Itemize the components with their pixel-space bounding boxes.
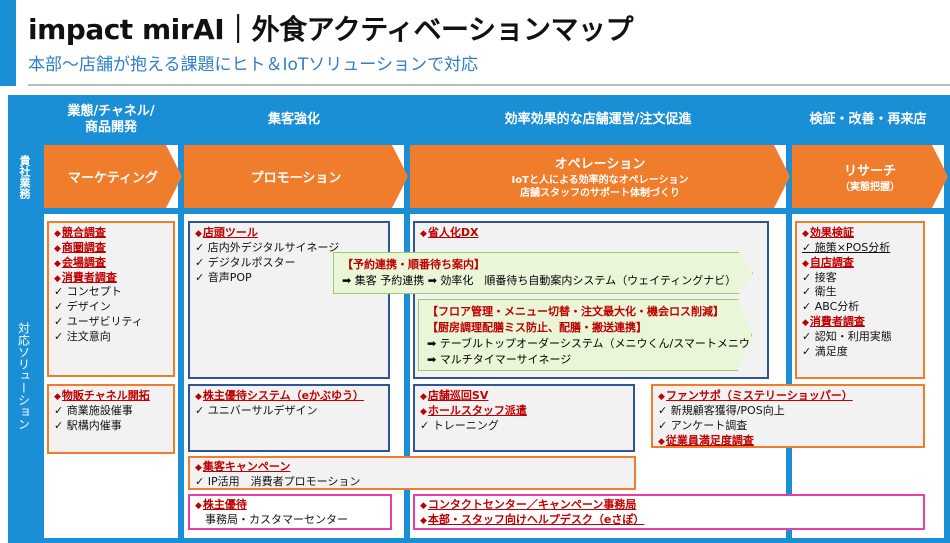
column-header-operation: 効率効果的な店舗運営/注文促進 [504,111,692,127]
solution-item: ユニバーサルデザイン [195,404,383,419]
solution-heading: 消費者調査 [54,271,168,286]
column-header-development: 業態/チャネル/ 商品開発 [67,103,155,135]
stage-label: オペレーション [554,157,646,172]
solution-item: ➡ 集客 予約連携 ➡ 効率化 順番待ち自動案内システム（ウェイティングナビ） [342,273,737,287]
shareholder-system-box: 株主優待システム（eかぶゆう） ユニバーサルデザイン [188,384,390,452]
solution-item: ➡ マルチタイマーサイネージ [427,352,572,366]
page-subtitle: 本部～店舗が抱える課題にヒト＆IoTソリューションで対応 [28,55,478,75]
solution-heading: 株主優待システム（eかぶゆう） [195,389,383,404]
solution-item: ABC分析 [802,300,918,315]
fan-support-box: ファンサポ（ミステリーショッパー） 新規顧客獲得/POS向上 アンケート調査 従… [651,384,925,448]
solution-item: アンケート調査 [658,419,918,434]
customer-campaign-box: 集客キャンペーン IP活用 消費者プロモーション [188,456,636,490]
stage-arrow-operation: オペレーション IoTと人による効率的なオペレーション 店舗スタッフのサポート体… [410,145,790,208]
solution-item: 新規顧客獲得/POS向上 [658,404,918,419]
column-header-attraction: 集客強化 [267,111,320,127]
solution-heading: 物販チャネル開拓 [54,389,168,404]
solution-item: 認知・利用実態 [802,330,918,345]
stage-sub-label: 店舗スタッフのサポート体制づくり [520,188,680,199]
stage-label: マーケティング [68,171,158,186]
row-label-solutions: 対応ソリューション [16,322,31,430]
solution-heading: 商圏調査 [54,241,168,256]
store-patrol-box: 店舗巡回SV ホールスタッフ派遣 トレーニング [413,384,635,452]
solution-heading: 集客キャンペーン [195,460,629,475]
sales-channel-box: 物販チャネル開拓 商業施設催事 駅構内催事 [47,384,175,454]
row-label-business: 貴社業務 [18,154,31,199]
solution-heading: ファンサポ（ミステリーショッパー） [658,389,918,404]
solution-heading: 【予約連携・順番待ち案内】 [342,258,485,271]
solution-item: コンセプト [54,285,168,300]
stage-label: プロモーション [250,171,342,186]
floor-management-arrow: 【フロア管理・メニュー切替・注文最大化・機会ロス削減】 【厨房調理配膳ミス防止、… [418,299,752,371]
solution-item: 商業施設催事 [54,404,168,419]
solution-heading: 店頭ツール [195,226,383,241]
solution-item: ➡ テーブルトップオーダーシステム（メニウくん/スマートメニウくん） [427,336,783,350]
solution-item: デザイン [54,300,168,315]
column-header-verification: 検証・改善・再来店 [809,111,927,127]
title-bar: impact mirAI｜外食アクティベーションマップ 本部～店舗が抱える課題に… [0,0,950,86]
verification-box: 効果検証 施策×POS分析 自店調査 接客 衛生 ABC分析 消費者調査 認知・… [795,221,925,379]
stage-arrow-research: リサーチ （実態把握） [792,145,948,208]
stage-sub-label: IoTと人による効率的なオペレーション [511,175,689,186]
solution-heading: 従業員満足度調査 [658,434,918,449]
solution-heading: 競合調査 [54,226,168,241]
solution-heading: 店舗巡回SV [420,389,628,404]
stage-arrow-marketing: マーケティング [44,145,182,208]
reservation-arrow: 【予約連携・順番待ち案内】 ➡ 集客 予約連携 ➡ 効率化 順番待ち自動案内シス… [333,252,753,294]
solution-heading: 消費者調査 [802,315,918,330]
solution-item: 施策×POS分析 [802,241,918,256]
store-tools-box: 店頭ツール 店内外デジタルサイネージ デジタルポスター 音声POP [188,221,390,379]
page-title: impact mirAI｜外食アクティベーションマップ [28,13,633,46]
title-divider [28,84,950,86]
solution-item: 店内外デジタルサイネージ [195,241,383,256]
solution-heading: 株主優待 [195,498,385,513]
solution-heading: 【フロア管理・メニュー切替・注文最大化・機会ロス削減】 [427,305,724,318]
solution-heading: 本部・スタッフ向けヘルプデスク（eさぽ） [420,513,918,528]
stage-sub-label: （実態把握） [840,181,900,193]
title-accent-bar [0,0,16,86]
solution-item: デジタルポスター [195,256,383,271]
solution-heading: 会場調査 [54,256,168,271]
stage-arrow-promotion: プロモーション [184,145,408,208]
solution-item: IP活用 消費者プロモーション [195,475,629,489]
solution-item: 接客 [802,271,918,286]
solution-item: 駅構内催事 [54,419,168,434]
solution-item: 注文意向 [54,330,168,345]
solution-item: トレーニング [420,419,628,434]
stage-label: リサーチ [843,163,896,179]
solution-heading: ホールスタッフ派遣 [420,404,628,419]
solution-heading: 【厨房調理配膳ミス防止、配膳・搬送連携】 [427,320,647,334]
solution-heading: 自店調査 [802,256,918,271]
solution-item: ユーザビリティ [54,315,168,330]
solution-item: 満足度 [802,345,918,360]
research-solution-box: 競合調査 商圏調査 会場調査 消費者調査 コンセプト デザイン ユーザビリティ … [47,221,175,377]
solution-heading: コンタクトセンター／キャンペーン事務局 [420,498,918,513]
solution-heading: 効果検証 [802,226,918,241]
solution-item: 事務局・カスタマーセンター [205,512,348,526]
shareholder-benefit-box: 株主優待 事務局・カスタマーセンター [188,494,392,530]
solution-item: 衛生 [802,285,918,300]
solution-item: 音声POP [195,271,383,286]
solution-heading: 省人化DX [420,226,762,241]
contact-center-box: コンタクトセンター／キャンペーン事務局 本部・スタッフ向けヘルプデスク（eさぽ） [413,494,925,530]
